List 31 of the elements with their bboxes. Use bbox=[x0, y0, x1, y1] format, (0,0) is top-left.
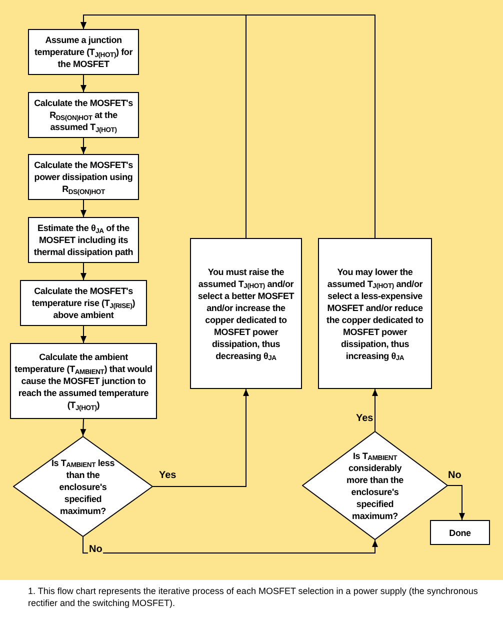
process-box bbox=[20, 280, 147, 326]
process-box bbox=[318, 238, 432, 389]
node-text: Is T$_{AMBIENT}$ less than the enclosure's specified maximum? bbox=[50, 456, 116, 516]
arrow bbox=[80, 326, 86, 344]
caption: 1. This flow chart represents the iterative process of each MOSFET selection in a power supply (the synchronous rectifier and the switching MOSFET). bbox=[28, 585, 479, 609]
node-text: Done bbox=[448, 526, 472, 538]
node-text: Estimate the θ$_{JA}$ of the MOSFET including its thermal dissipation path bbox=[32, 222, 134, 258]
node-text: Calculate the MOSFET's power dissipation using R$_{DS(ON)HOT}$ bbox=[33, 159, 134, 195]
node-text: Calculate the ambient temperature (T$_{AMBIENT}$) that would cause the MOSFET junction to reach the assumed temperature (T$_{J(HOT)}$) bbox=[14, 351, 154, 411]
decision-diamond bbox=[302, 431, 448, 540]
node-text: Calculate the MOSFET's R$_{DS(ON)HOT}$ at the assumed T$_{J(HOT)}$ bbox=[33, 97, 134, 133]
arrow bbox=[80, 418, 86, 436]
node-text: You must raise the assumed T$_{J(HOT)}$ and/or select a better MOSFET and/or increase the copper dedicated to MOSFET power dissipation, thus decreasing θ$_{JA}$ bbox=[196, 266, 296, 362]
arrow bbox=[80, 14, 376, 238]
node-text: You may lower the assumed T$_{J(HOT)}$ and/or select a less-expensive MOSFET and/or reduce the copper dedicated to MOSFET power dissipation, thus increasing θ$_{JA}$ bbox=[326, 266, 424, 362]
node-text: Assume a junction temperature (T$_{J(HOT)}$) for the MOSFET bbox=[33, 34, 134, 70]
arrow bbox=[80, 74, 86, 92]
process-box bbox=[10, 343, 157, 419]
arrow bbox=[82, 536, 378, 554]
process-box bbox=[430, 520, 490, 545]
node-text: Is T$_{AMBIENT}$ considerably more than the enclosure's specified maximum? bbox=[346, 450, 404, 522]
arrow bbox=[448, 485, 465, 520]
process-box bbox=[190, 238, 302, 389]
edge-label: No bbox=[88, 544, 104, 556]
node-text: Calculate the MOSFET's temperature rise (T$_{J(RISE)}$) above ambient bbox=[30, 285, 136, 321]
decision-diamond bbox=[13, 436, 153, 537]
arrow bbox=[372, 388, 378, 432]
arrow bbox=[80, 200, 86, 218]
arrow bbox=[80, 138, 86, 154]
arrow bbox=[80, 262, 86, 280]
arrow bbox=[152, 388, 249, 487]
